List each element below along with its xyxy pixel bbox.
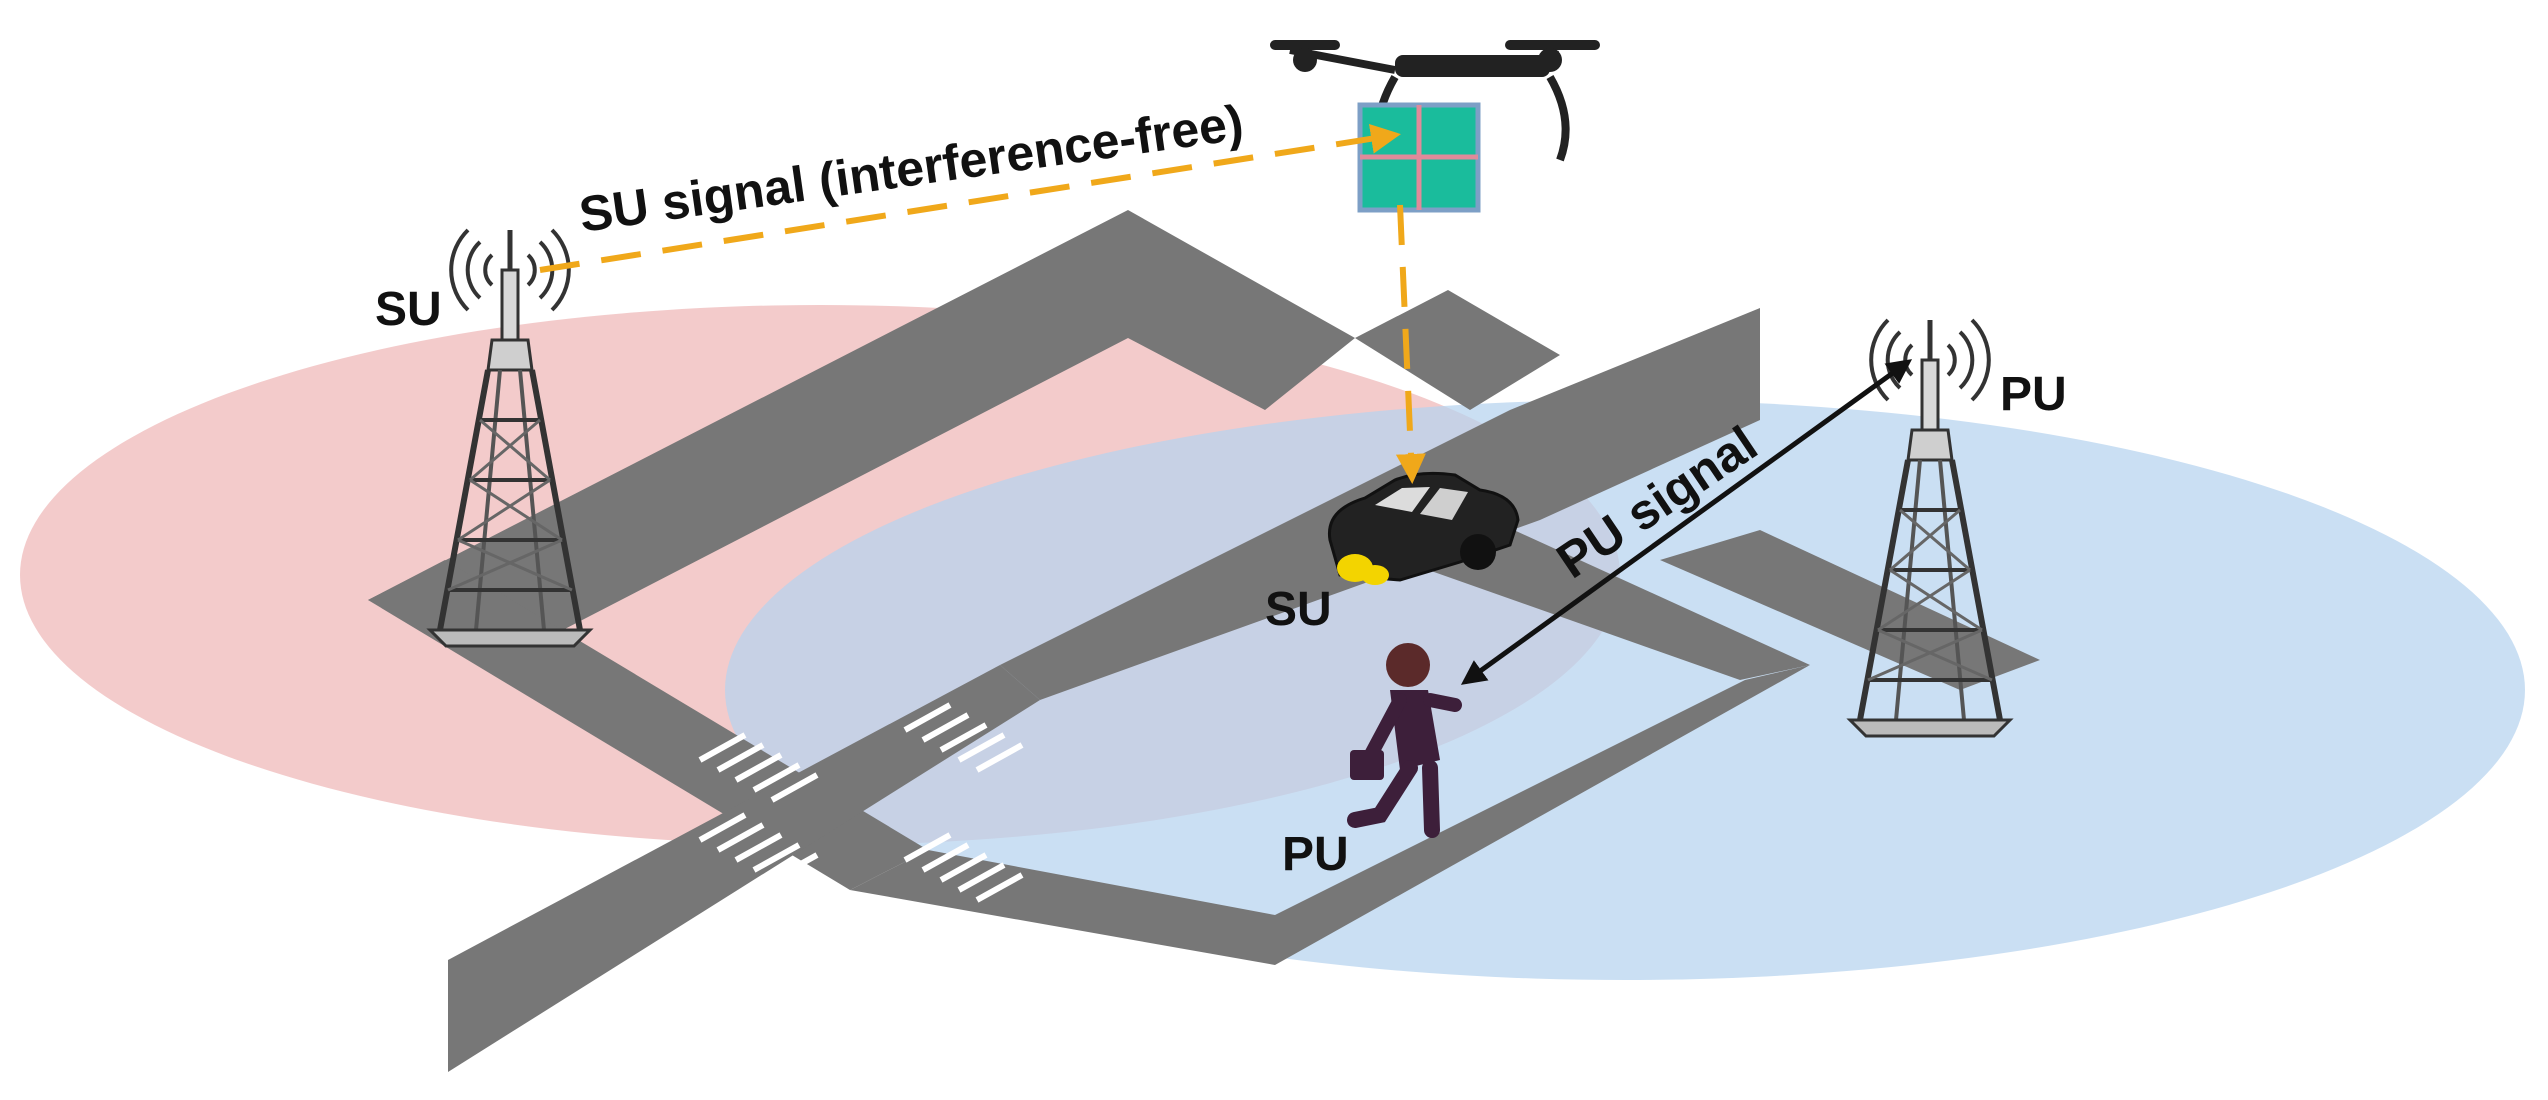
su-vehicle-label: SU bbox=[1265, 583, 1332, 636]
crosswalks bbox=[698, 702, 1024, 903]
ris-reflection-link bbox=[1395, 204, 1426, 484]
walking-person-icon bbox=[1347, 643, 1462, 838]
pu-pedestrian-label: PU bbox=[1282, 828, 1349, 881]
pu-coverage-area bbox=[725, 400, 2525, 980]
pu-signal-link bbox=[1460, 359, 1913, 685]
uav-icon bbox=[1270, 40, 1600, 162]
su-tower-label: SU bbox=[375, 283, 442, 336]
su-signal-link bbox=[539, 123, 1401, 273]
pu-tower-label: PU bbox=[2000, 368, 2067, 421]
reconfigurable-intelligent-surface-icon bbox=[1357, 102, 1481, 213]
